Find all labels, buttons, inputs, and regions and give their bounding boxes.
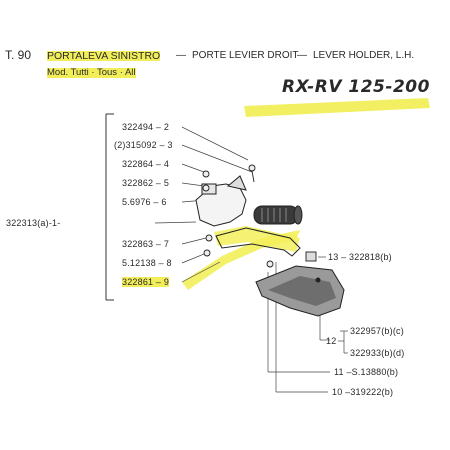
- lever-holder-body: [195, 175, 247, 227]
- part-label-7: 322863 – 7: [122, 239, 170, 249]
- handwritten-highlight: [244, 98, 430, 117]
- lever-highlight-upper: [214, 226, 300, 252]
- part-label-12-code-b: 322933(b)(d): [350, 348, 405, 358]
- lever: [215, 227, 301, 257]
- pin-13: [305, 251, 317, 262]
- title-italian: PORTALEVA SINISTRO: [47, 50, 161, 62]
- part-label-12-num: 12: [326, 336, 337, 346]
- models-line: Mod. Tutti · Tous · All: [47, 67, 136, 78]
- part-label-5: 322862 – 5: [122, 178, 170, 188]
- part-label-8: 5.12138 – 8: [122, 258, 172, 268]
- part-label-9: 322861 – 9: [122, 277, 170, 287]
- part-label-13: 13 – 322818(b): [328, 252, 392, 262]
- lever-cover: [255, 265, 345, 317]
- part-label-2: 322494 – 2: [122, 122, 170, 132]
- handlebar-grip: [253, 205, 303, 225]
- assembly-label-1: 322313(a)-1-: [6, 218, 61, 228]
- left-bracket: [105, 113, 114, 301]
- part-label-4: 322864 – 4: [122, 159, 170, 169]
- title-english: LEVER HOLDER, L.H.: [313, 50, 415, 61]
- part-label-6: 5.6976 – 6: [122, 197, 167, 207]
- part-label-12-code-a: 322957(b)(c): [350, 326, 404, 336]
- title-sep2: —: [297, 50, 307, 61]
- title-sep1: —: [176, 50, 186, 61]
- table-code: T. 90: [5, 48, 32, 62]
- handwritten-note: RX-RV 125-200: [282, 77, 430, 97]
- part-label-11: 11 –S.13880(b): [334, 367, 399, 377]
- small-parts: [202, 164, 274, 268]
- title-french: PORTE LEVIER DROIT: [192, 50, 299, 61]
- part-label-3: (2)315092 – 3: [114, 140, 173, 150]
- part-label-10: 10 –319222(b): [332, 387, 394, 397]
